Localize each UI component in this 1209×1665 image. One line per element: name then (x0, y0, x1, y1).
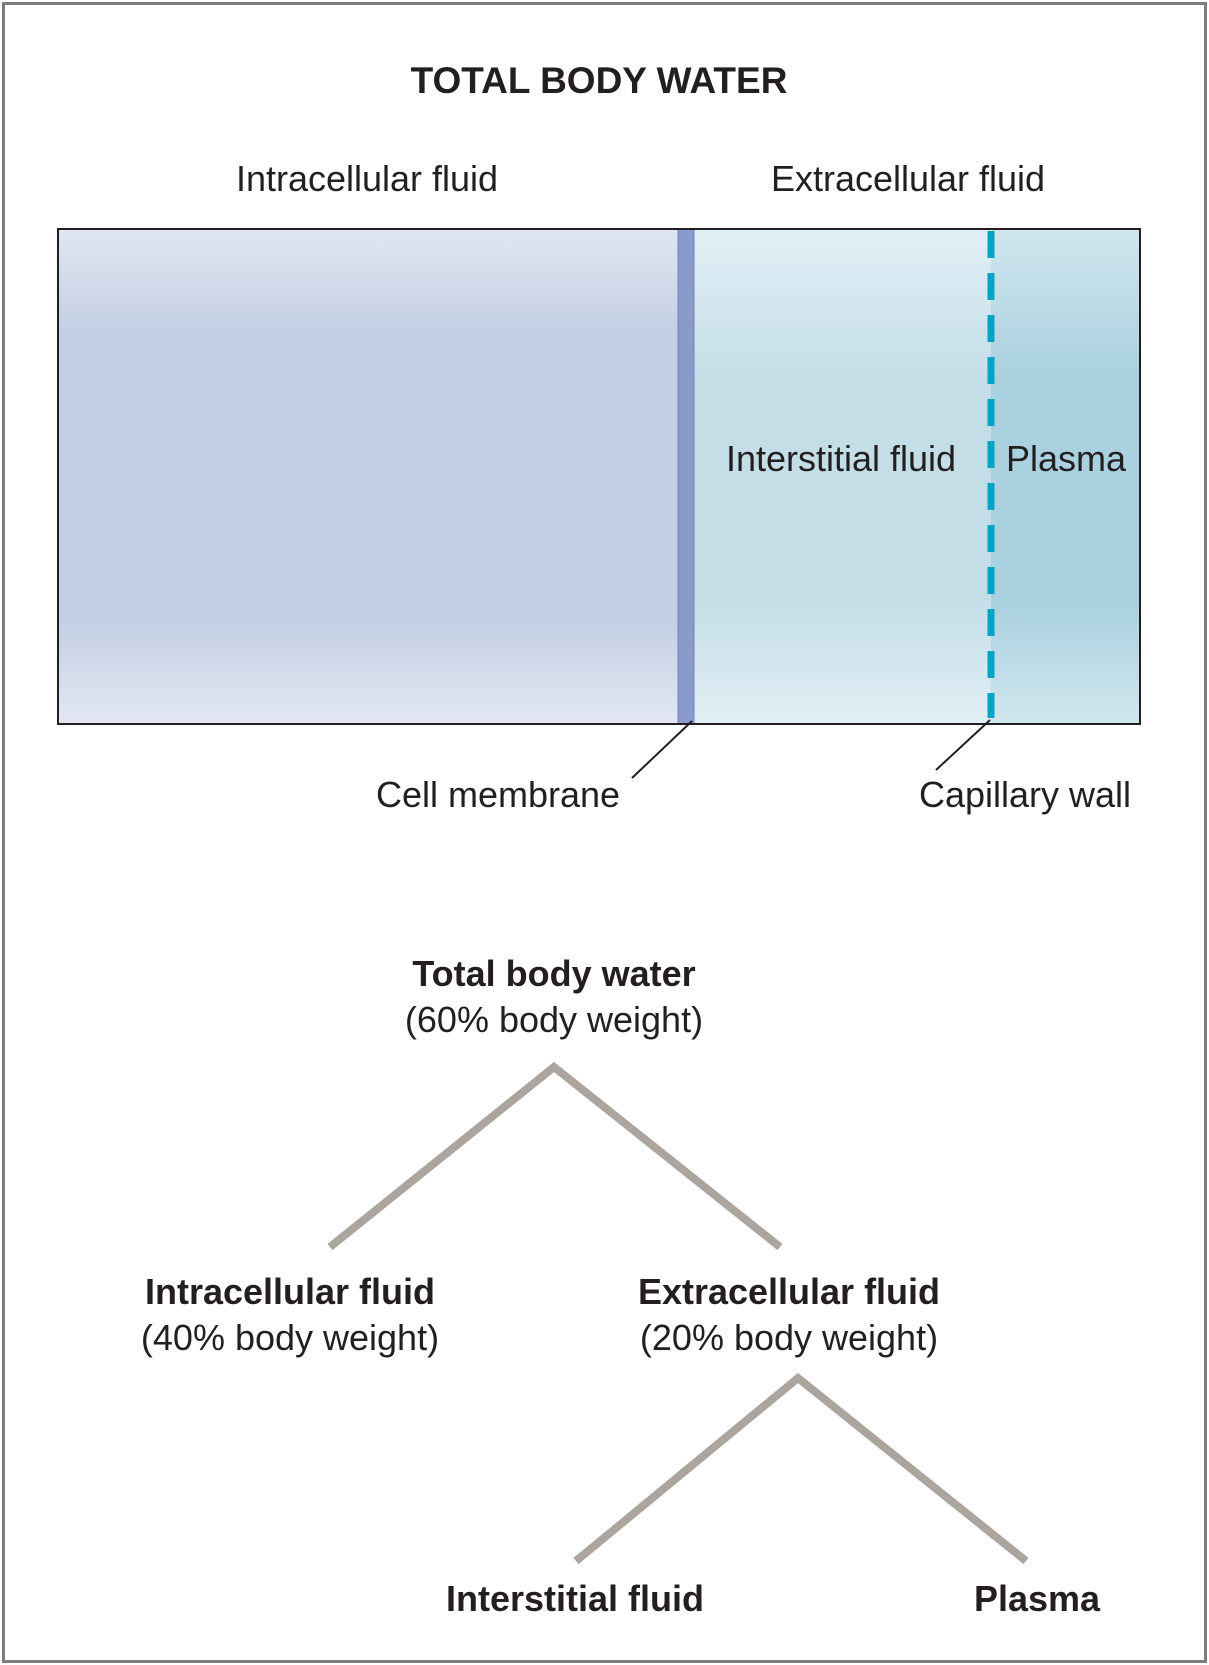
tree-root-subtitle: (60% body weight) (405, 999, 703, 1040)
cell-membrane-leader-line (631, 720, 693, 779)
intracellular-region (58, 229, 678, 724)
tree-intracellular-subtitle: (40% body weight) (141, 1317, 439, 1358)
plasma-region-label: Plasma (1006, 438, 1127, 479)
diagram-title: TOTAL BODY WATER (411, 60, 788, 101)
cell-membrane-label: Cell membrane (376, 774, 620, 815)
tree-extracellular-title: Extracellular fluid (638, 1271, 940, 1312)
intracellular-header-label: Intracellular fluid (236, 158, 498, 199)
compartment-outline (57, 228, 1141, 725)
extracellular-header-label: Extracellular fluid (771, 158, 1045, 199)
tree-branch-root (327, 1061, 783, 1251)
tree-branch-extracellular (573, 1372, 1029, 1565)
cell-membrane (677, 228, 695, 725)
interstitial-region-label: Interstitial fluid (726, 438, 956, 479)
tree-interstitial-title: Interstitial fluid (446, 1578, 704, 1619)
tree-extracellular-subtitle: (20% body weight) (640, 1317, 938, 1358)
tree-intracellular-title: Intracellular fluid (145, 1271, 435, 1312)
plasma-region (991, 229, 1140, 724)
interstitial-region (694, 229, 991, 724)
tree-root-title: Total body water (412, 953, 695, 994)
tree-plasma-title: Plasma (974, 1578, 1101, 1619)
capillary-wall-leader-line (935, 719, 991, 771)
capillary-wall-label: Capillary wall (919, 774, 1131, 815)
